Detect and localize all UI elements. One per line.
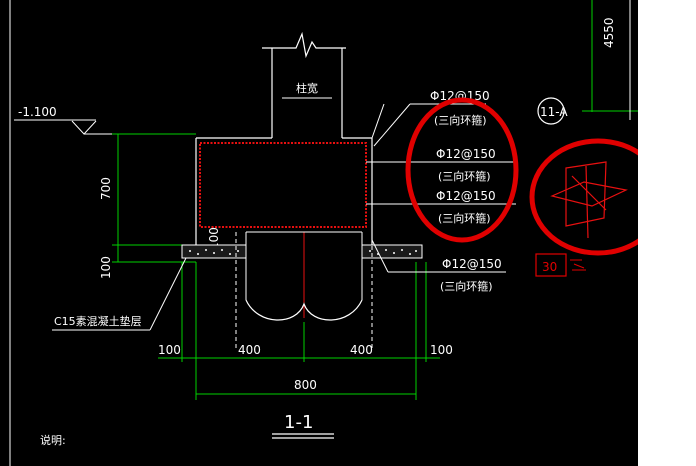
axis-bubble[interactable] [537, 97, 565, 125]
dim-total-800: 800 [294, 378, 317, 392]
cushion-right [361, 244, 423, 259]
red-tag-box [535, 253, 567, 277]
cushion-leader [149, 257, 187, 331]
callout-3-note: (三向环箍) [438, 211, 491, 225]
dim-left-400: 400 [238, 343, 261, 357]
notes-label: 说明: [40, 433, 66, 447]
callout-3-spec: Φ12@150 [436, 189, 496, 203]
pile-bottom-curve [245, 299, 363, 321]
callout-2-note: (三向环箍) [438, 169, 491, 183]
rebar-cage [199, 142, 367, 228]
section-label: 1-1 [284, 412, 313, 433]
cushion-hatch [189, 249, 417, 255]
cad-viewport[interactable]: 4550 11-A -1.100 700 100 柱宽 100 [0, 0, 638, 466]
elevation-label: -1.100 [18, 105, 57, 119]
column-break-line [262, 31, 346, 59]
dim-700: 700 [99, 177, 113, 200]
top-dimension: 4550 [602, 17, 616, 48]
cushion-label: C15素混凝土垫层 [54, 314, 142, 328]
footing-haunch [371, 103, 385, 139]
ucs-cube-icon[interactable] [550, 161, 628, 239]
callout-leader-4 [371, 239, 389, 273]
callout-4-spec: Φ12@150 [442, 257, 502, 271]
dim-right-100: 100 [430, 343, 453, 357]
red-tag-label: 30 [542, 260, 557, 274]
dim-100-left: 100 [99, 256, 113, 279]
callout-leader-1 [373, 103, 411, 147]
drawing-canvas[interactable]: 4550 11-A -1.100 700 100 柱宽 100 [0, 0, 638, 466]
margin-strip [638, 0, 696, 466]
red-tag-marks [570, 259, 586, 271]
annotation-circle-rebar [405, 97, 519, 243]
dim-right-400: 400 [350, 343, 373, 357]
callout-1-note: (三向环箍) [434, 113, 487, 127]
column-width-label: 柱宽 [296, 81, 318, 95]
annotation-circle-ucs [529, 138, 638, 256]
callout-2-spec: Φ12@150 [436, 147, 496, 161]
dim-left-100: 100 [158, 343, 181, 357]
dim-100-inner: 100 [207, 227, 221, 250]
axis-bubble-label: 11-A [540, 105, 568, 119]
callout-4-note: (三向环箍) [440, 279, 493, 293]
elevation-triangle [71, 120, 97, 135]
